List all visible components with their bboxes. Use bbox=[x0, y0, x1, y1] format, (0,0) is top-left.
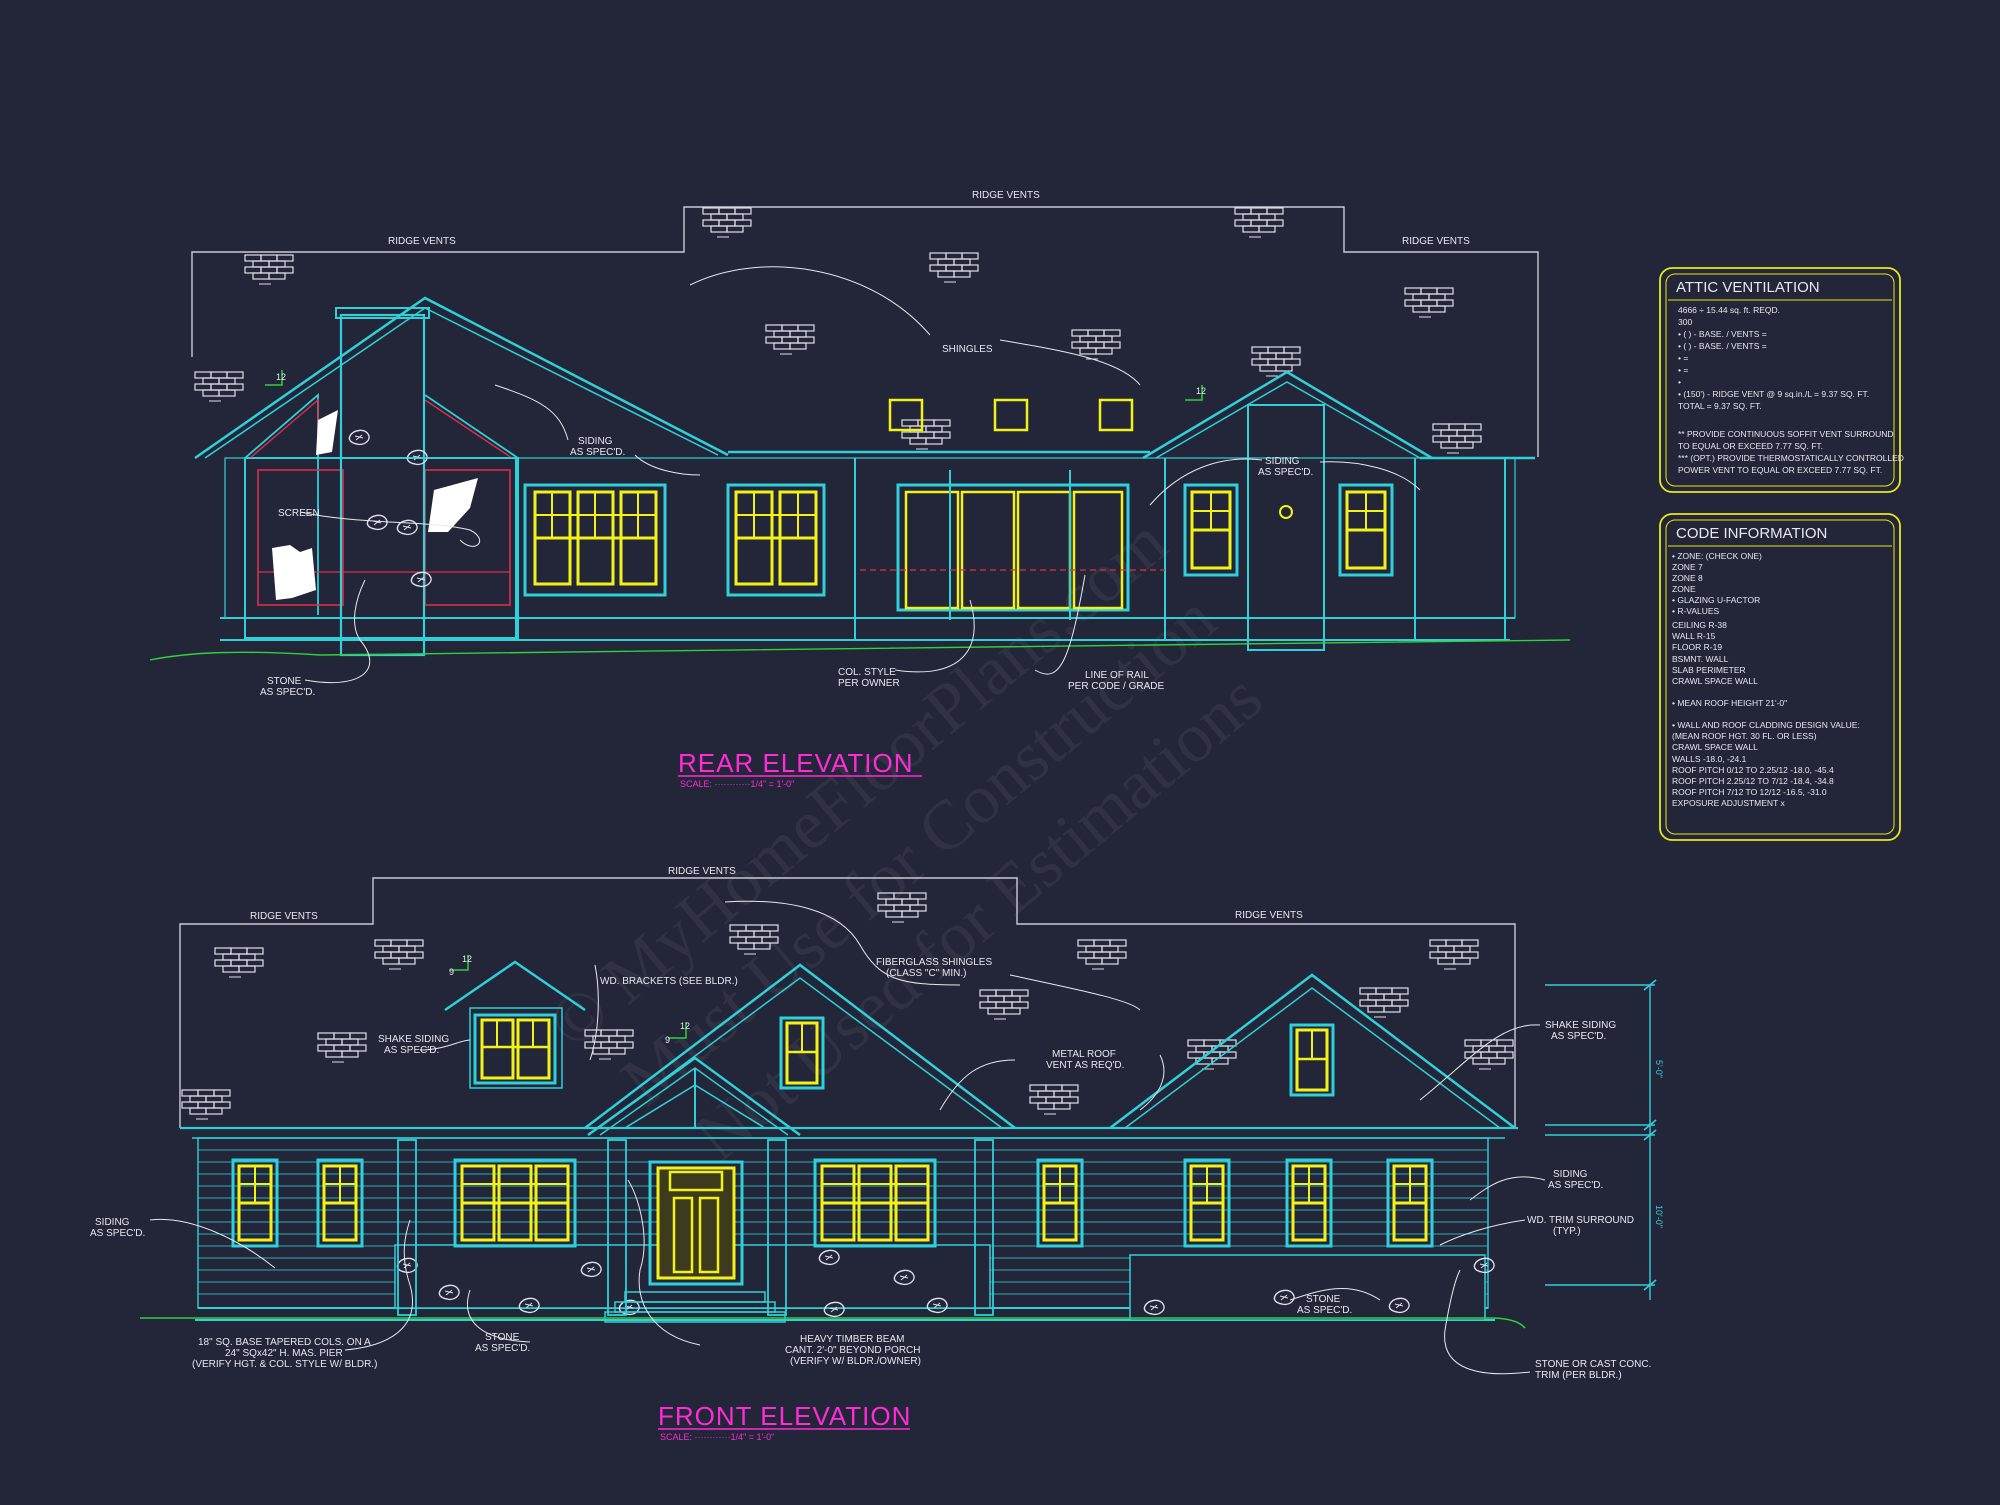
rear-rail-2: PER CODE / GRADE bbox=[1068, 681, 1164, 692]
front-pitch-left-rise: 9 bbox=[449, 967, 454, 977]
front-cols-2: 24" SQx42" H. MAS. PIER bbox=[225, 1348, 343, 1359]
rear-elevation-scale: SCALE: ············1/4" = 1'-0" bbox=[680, 779, 794, 789]
code-line-21: ROOF PITCH 7/12 TO 12/12 -16.5, -31.0 bbox=[1672, 787, 1827, 797]
rear-siding-right-1: SIDING bbox=[1265, 456, 1300, 467]
code-information-panel: CODE INFORMATION • ZONE: (CHECK ONE) ZON… bbox=[1659, 513, 1901, 841]
rear-rail-1: LINE OF RAIL bbox=[1085, 670, 1149, 681]
front-ridge-right-label: RIDGE VENTS bbox=[1235, 910, 1303, 921]
front-shake-right-2: AS SPEC'D. bbox=[1551, 1031, 1606, 1042]
code-line-18: WALLS -18.0, -24.1 bbox=[1672, 754, 1747, 764]
front-siding-right-1: SIDING bbox=[1553, 1169, 1588, 1180]
code-line-16: (MEAN ROOF HGT. 30 FL. OR LESS) bbox=[1672, 731, 1817, 741]
rear-col-style-1: COL. STYLE bbox=[838, 667, 896, 678]
rear-elevation-drawing: 12 12 RIDGE VENTS RIDGE VENTS RIDGE VENT… bbox=[149, 190, 1571, 789]
rear-ridge-center-label: RIDGE VENTS bbox=[972, 190, 1040, 201]
code-title: CODE INFORMATION bbox=[1676, 525, 1827, 542]
attic-line-1: 300 bbox=[1678, 317, 1692, 327]
front-dim-upper: 5'-0" bbox=[1654, 1060, 1664, 1078]
front-cols-1: 18" SQ. BASE TAPERED COLS. ON A bbox=[198, 1337, 371, 1348]
front-elevation-title: FRONT ELEVATION bbox=[658, 1401, 911, 1431]
rear-stone-1: STONE bbox=[267, 676, 302, 687]
attic-ventilation-panel: ATTIC VENTILATION 4666 ÷ 15.44 sq. ft. R… bbox=[1659, 267, 1904, 493]
front-shake-left-2: AS SPEC'D. bbox=[384, 1045, 439, 1056]
front-siding-left-1: SIDING bbox=[95, 1217, 130, 1228]
front-stone-right-1: STONE bbox=[1306, 1294, 1341, 1305]
front-fiberglass-1: FIBERGLASS SHINGLES bbox=[876, 957, 992, 968]
front-beam-1: HEAVY TIMBER BEAM bbox=[800, 1334, 904, 1345]
rear-elevation-title: REAR ELEVATION bbox=[678, 748, 914, 778]
front-dim-lower: 10'-0" bbox=[1654, 1205, 1664, 1228]
front-ridge-center-label: RIDGE VENTS bbox=[668, 866, 736, 877]
code-line-8: FLOOR R-19 bbox=[1672, 642, 1722, 652]
code-line-15: • WALL AND ROOF CLADDING DESIGN VALUE: bbox=[1672, 720, 1860, 730]
front-stone-left-1: STONE bbox=[485, 1332, 520, 1343]
rear-ridge-left-label: RIDGE VENTS bbox=[388, 236, 456, 247]
code-line-7: WALL R-15 bbox=[1672, 631, 1716, 641]
attic-title: ATTIC VENTILATION bbox=[1676, 279, 1820, 296]
front-trim-1: WD. TRIM SURROUND bbox=[1527, 1215, 1634, 1226]
rear-pitch-left: 12 bbox=[276, 372, 286, 382]
rear-shingles-label: SHINGLES bbox=[942, 344, 993, 355]
front-cols-3: (VERIFY HGT. & COL. STYLE W/ BLDR.) bbox=[192, 1359, 377, 1370]
front-fiberglass-2: (CLASS "C" MIN.) bbox=[886, 968, 966, 979]
attic-line-11: TO EQUAL OR EXCEED 7.77 SQ. FT. bbox=[1678, 441, 1823, 451]
rear-siding-left-1: SIDING bbox=[578, 436, 613, 447]
front-siding-left-2: AS SPEC'D. bbox=[90, 1228, 145, 1239]
rear-screen-label: SCREEN bbox=[278, 508, 320, 519]
front-stone-left-2: AS SPEC'D. bbox=[475, 1343, 530, 1354]
front-metal-roof-1: METAL ROOF bbox=[1052, 1049, 1116, 1060]
front-pitch-center-rise: 9 bbox=[665, 1035, 670, 1045]
attic-line-3: • ( ) - BASE. / VENTS = bbox=[1678, 341, 1767, 351]
front-pitch-left: 12 bbox=[462, 954, 472, 964]
front-stone-right-2: AS SPEC'D. bbox=[1297, 1305, 1352, 1316]
attic-line-8: TOTAL = 9.37 SQ. FT. bbox=[1678, 401, 1762, 411]
front-stonecast-2: TRIM (PER BLDR.) bbox=[1535, 1370, 1622, 1381]
rear-col-style-2: PER OWNER bbox=[838, 678, 900, 689]
front-elevation-drawing: 5'-0" 10'-0" 12 9 12 9 RIDGE VENTS RIDGE… bbox=[90, 866, 1664, 1442]
code-line-5: • R-VALUES bbox=[1672, 606, 1720, 616]
front-beam-2: CANT. 2'-0" BEYOND PORCH bbox=[785, 1345, 920, 1356]
code-line-10: SLAB PERIMETER bbox=[1672, 665, 1746, 675]
front-stonecast-1: STONE OR CAST CONC. bbox=[1535, 1359, 1651, 1370]
front-shake-left-1: SHAKE SIDING bbox=[378, 1034, 449, 1045]
attic-line-10: ** PROVIDE CONTINUOUS SOFFIT VENT SURROU… bbox=[1678, 429, 1894, 439]
code-line-3: ZONE bbox=[1672, 584, 1696, 594]
code-line-13: • MEAN ROOF HEIGHT 21'-0" bbox=[1672, 698, 1787, 708]
attic-line-7: • (150') - RIDGE VENT @ 9 sq.in./L = 9.3… bbox=[1678, 389, 1869, 399]
attic-line-2: • ( ) - BASE. / VENTS = bbox=[1678, 329, 1767, 339]
code-line-2: ZONE 8 bbox=[1672, 573, 1703, 583]
front-siding-right-2: AS SPEC'D. bbox=[1548, 1180, 1603, 1191]
code-line-0: • ZONE: (CHECK ONE) bbox=[1672, 551, 1762, 561]
front-trim-2: (TYP.) bbox=[1553, 1226, 1581, 1237]
front-pitch-center: 12 bbox=[680, 1021, 690, 1031]
rear-ridge-right-label: RIDGE VENTS bbox=[1402, 236, 1470, 247]
code-line-17: CRAWL SPACE WALL bbox=[1672, 742, 1758, 752]
watermark-line-3: Not Used for Estimations bbox=[681, 659, 1277, 1177]
front-ridge-left-label: RIDGE VENTS bbox=[250, 911, 318, 922]
code-line-4: • GLAZING U-FACTOR bbox=[1672, 595, 1760, 605]
attic-line-5: • = bbox=[1678, 365, 1688, 375]
rear-pitch-right: 12 bbox=[1196, 386, 1206, 396]
code-line-20: ROOF PITCH 2.25/12 TO 7/12 -18.4, -34.8 bbox=[1672, 776, 1834, 786]
front-shake-right-1: SHAKE SIDING bbox=[1545, 1020, 1616, 1031]
front-brackets: WD. BRACKETS (SEE BLDR.) bbox=[600, 976, 738, 987]
attic-line-0: 4666 ÷ 15.44 sq. ft. REQD. bbox=[1678, 305, 1780, 315]
attic-line-13: POWER VENT TO EQUAL OR EXCEED 7.77 SQ. F… bbox=[1678, 465, 1882, 475]
front-beam-3: (VERIFY W/ BLDR./OWNER) bbox=[790, 1356, 921, 1367]
front-metal-roof-2: VENT AS REQ'D. bbox=[1046, 1060, 1124, 1071]
rear-siding-left-2: AS SPEC'D. bbox=[570, 447, 625, 458]
attic-line-12: *** (OPT.) PROVIDE THERMOSTATICALLY CONT… bbox=[1678, 453, 1904, 463]
code-line-22: EXPOSURE ADJUSTMENT x bbox=[1672, 798, 1785, 808]
code-line-9: BSMNT. WALL bbox=[1672, 654, 1729, 664]
attic-line-4: • = bbox=[1678, 353, 1688, 363]
rear-stone-2: AS SPEC'D. bbox=[260, 687, 315, 698]
rear-siding-right-2: AS SPEC'D. bbox=[1258, 467, 1313, 478]
code-line-6: CEILING R-38 bbox=[1672, 620, 1727, 630]
code-line-1: ZONE 7 bbox=[1672, 562, 1703, 572]
front-elevation-scale: SCALE: ············1/4" = 1'-0" bbox=[660, 1432, 774, 1442]
attic-line-6: • bbox=[1678, 377, 1681, 387]
code-line-19: ROOF PITCH 0/12 TO 2.25/12 -18.0, -45.4 bbox=[1672, 765, 1834, 775]
code-line-11: CRAWL SPACE WALL bbox=[1672, 676, 1758, 686]
